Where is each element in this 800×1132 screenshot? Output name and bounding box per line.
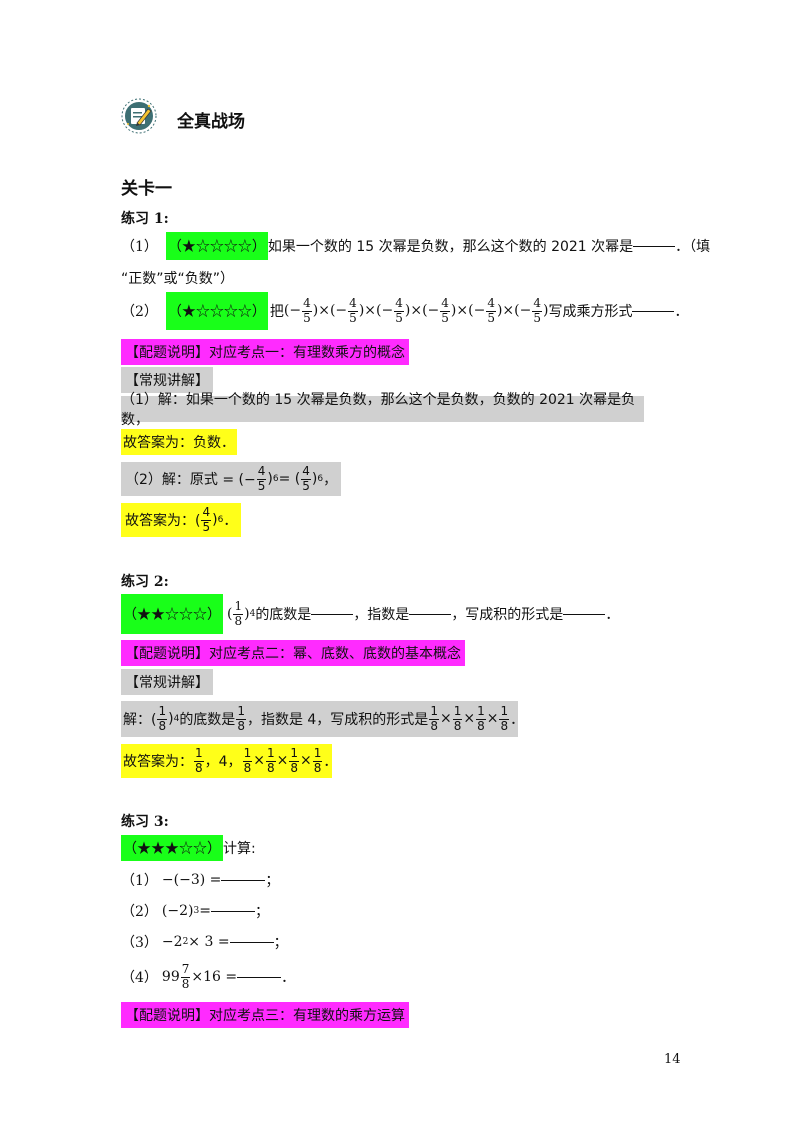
times-symbol: × [456,303,469,319]
paren-close: ) [543,303,549,319]
times-symbol: × [276,753,289,769]
paren-open: (− [514,303,532,319]
question-number: （1） [121,239,158,255]
page-number: 14 [664,1052,681,1067]
paren-open: (− [422,303,440,319]
solution-1: （1）解：如果一个数的 15 次幂是负数，那么这个是负数，负数的 2021 次幂… [121,392,644,428]
exercise-1-label: 练习 1: [121,211,169,227]
solution-2-text: （2）解：原式 = (− [125,472,256,488]
explain-label-1: 【常规讲解】 [121,367,213,393]
times-symbol: × [364,303,377,319]
times-symbol: × [318,303,330,319]
ex3-item-1: （1） −(−3) = ； [121,872,280,889]
answer-blank [563,613,606,615]
paren-open: (− [468,303,486,319]
answer-blank [409,613,452,615]
times-symbol: × [410,303,423,319]
answer-blank [221,879,266,881]
question-number: （2） [121,304,158,320]
answer-blank [633,245,676,247]
question-text-c: ． [674,304,689,320]
difficulty-stars: （★★☆☆☆） [121,594,223,634]
times-symbol: × [253,753,265,769]
answer-blank [237,976,282,978]
config-note-1: 【配题说明】对应考点一：有理数乘方的概念 [121,339,409,365]
answer-blank [311,613,354,615]
config-note-3: 【配题说明】对应考点三：有理数的乘方运算 [121,1002,409,1028]
paren-open: (− [283,303,302,319]
paren-close: ) [450,303,457,319]
exercise-2-label: 练习 2: [121,574,169,590]
ex3-item-2: （2） (−2)3 = ； [121,903,269,920]
question-text-end: ．（填 [675,239,711,255]
difficulty-stars: （★☆☆☆☆） [165,232,268,260]
times-symbol: × [299,753,312,769]
answer-blank [229,941,274,943]
answer-blank [632,310,675,312]
paren-open: (− [329,303,348,319]
difficulty-stars: （★☆☆☆☆） [165,292,268,330]
paren-open: (− [376,303,394,319]
exercise-3-label: 练习 3: [121,814,169,830]
ex1-question-1-cont: “正数”或“负数”） [121,271,235,287]
ex3-intro: （★★★☆☆） 计算: [121,835,256,861]
paren-close: ) [496,303,503,319]
paren-close: ) [404,303,411,319]
answer-blank [210,910,255,912]
paren-close: ) [358,303,365,319]
question-text: 把 [269,304,284,320]
answer-1: 故答案为：负数． [121,429,237,455]
pencil-notepad-icon [120,97,158,135]
question-text-b: 写成乘方形式 [548,304,633,320]
level-title: 关卡一 [121,179,172,199]
times-symbol: × [439,711,452,727]
times-symbol: × [486,711,499,727]
config-note-2: 【配题说明】对应考点二：幂、底数、底数的基本概念 [121,640,465,666]
ex1-question-1: （1） （★☆☆☆☆） 如果一个数的 15 次幂是负数，那么这个数的 2021 … [121,232,711,260]
paren-close: ) [312,303,319,319]
times-symbol: × [502,303,515,319]
explain-label-2: 【常规讲解】 [121,669,213,695]
question-text: 如果一个数的 15 次幂是负数，那么这个数的 2021 次幂是 [267,239,634,255]
difficulty-stars: （★★★☆☆） [121,835,223,861]
times-symbol: × [463,711,476,727]
page-title: 全真战场 [177,112,245,132]
